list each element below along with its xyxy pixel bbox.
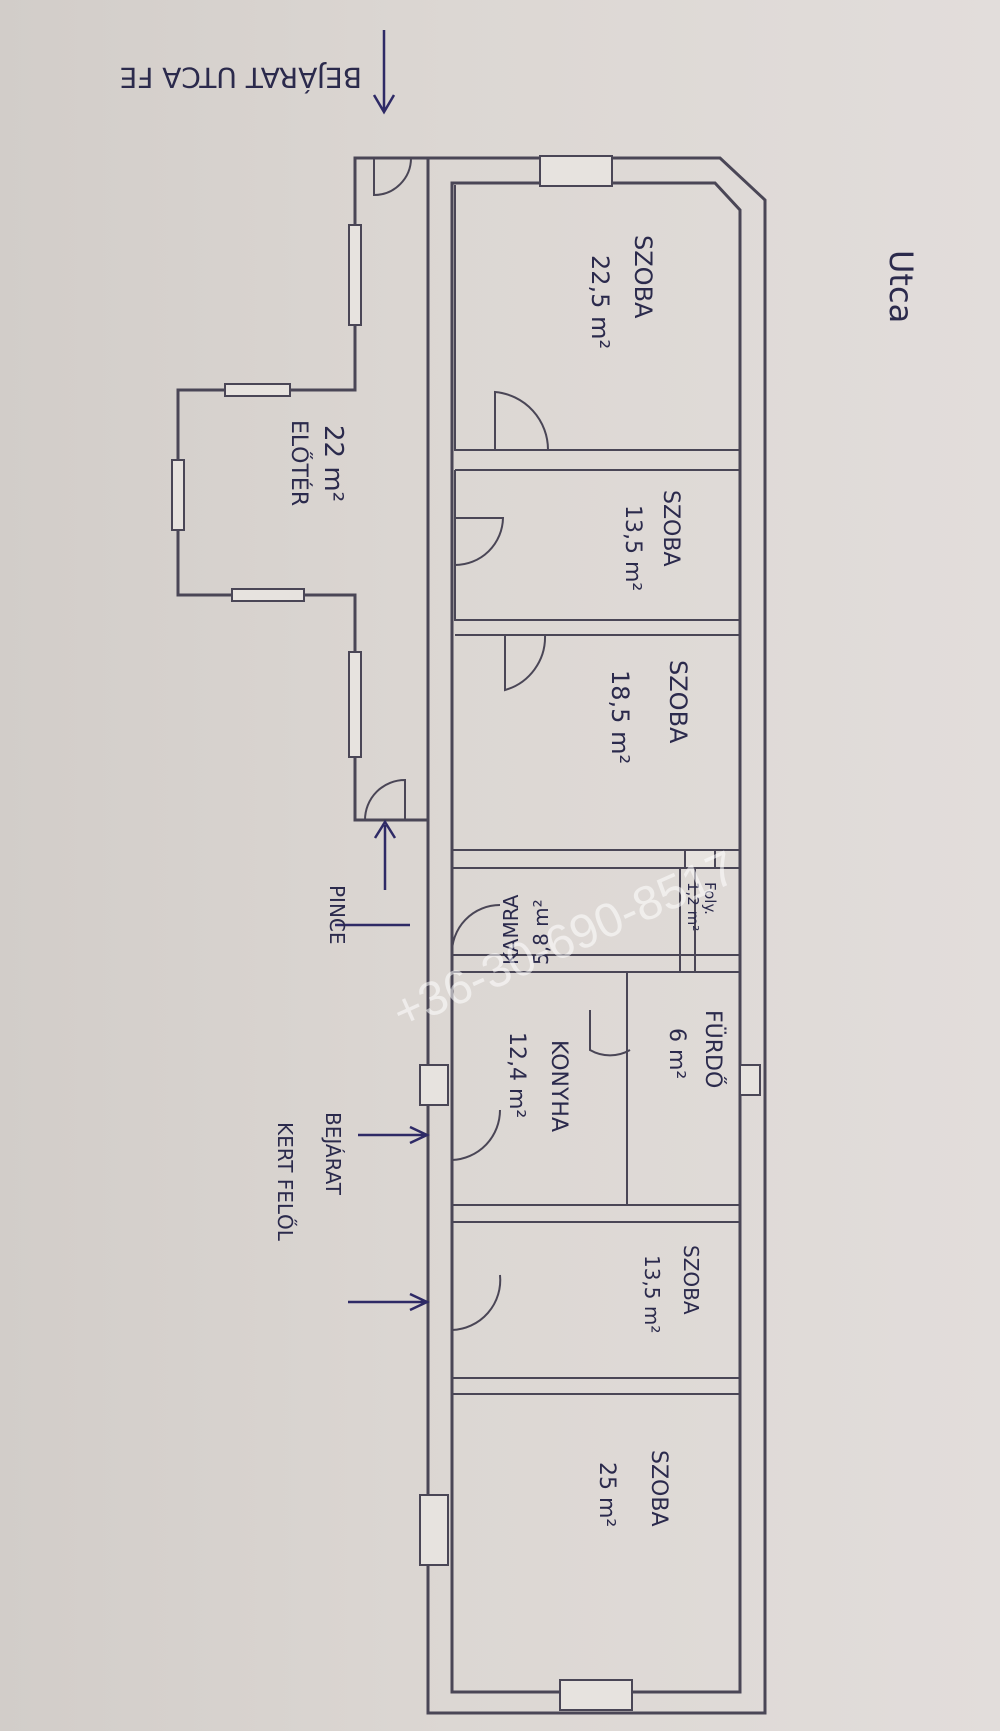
entrance-arrow-garden-2 xyxy=(348,1292,430,1312)
folyoso-area: 1,2 m² xyxy=(684,882,702,931)
szoba3-name: SZOBA xyxy=(664,660,692,744)
szoba5-area: 25 m² xyxy=(594,1462,619,1527)
szoba4-area: 13,5 m² xyxy=(640,1255,664,1333)
szoba1-name: SZOBA xyxy=(629,235,657,319)
street-entrance-label: BEJÁRAT UTCA FE xyxy=(120,61,362,95)
szoba1-area: 22,5 m² xyxy=(586,255,614,349)
windows xyxy=(171,155,761,1711)
phone-watermark: +36-30-690-8517 xyxy=(385,841,744,1040)
folyoso-name: Foly. xyxy=(701,882,719,915)
entrance-arrow-pince xyxy=(373,819,397,890)
furdo-name: FÜRDŐ xyxy=(700,1010,726,1088)
entrance-arrow-top xyxy=(372,30,396,115)
konyha-area: 12,4 m² xyxy=(504,1032,529,1118)
szoba5-name: SZOBA xyxy=(646,1450,671,1527)
arrows xyxy=(335,30,430,1312)
szoba3-area: 18,5 m² xyxy=(606,670,634,764)
interior-walls xyxy=(451,185,740,1395)
garden-entrance-label-2: KERT FELŐL xyxy=(273,1122,297,1242)
eloter-name: ELŐTÉR xyxy=(286,420,312,506)
konyha-name: KONYHA xyxy=(546,1040,571,1132)
szoba2-area: 13,5 m² xyxy=(620,505,645,591)
szoba4-name: SZOBA xyxy=(679,1245,703,1315)
garden-entrance-label-1: BEJÁRAT xyxy=(321,1112,345,1196)
szoba2-name: SZOBA xyxy=(658,490,683,567)
doors xyxy=(364,157,631,1332)
outer-walls xyxy=(426,156,767,1715)
eloter-area: 22 m² xyxy=(318,425,348,502)
kamra-name: KAMRA xyxy=(499,894,523,965)
pince-label: PINCE xyxy=(325,885,349,945)
street-label: Utca xyxy=(882,250,920,323)
entrance-arrow-garden-1 xyxy=(358,1125,430,1145)
kamra-area: 5,8 m² xyxy=(529,899,553,965)
furdo-area: 6 m² xyxy=(664,1028,689,1079)
room-labels: BEJÁRAT UTCA FE Utca SZOBA 22,5 m² SZOBA… xyxy=(120,61,920,1527)
